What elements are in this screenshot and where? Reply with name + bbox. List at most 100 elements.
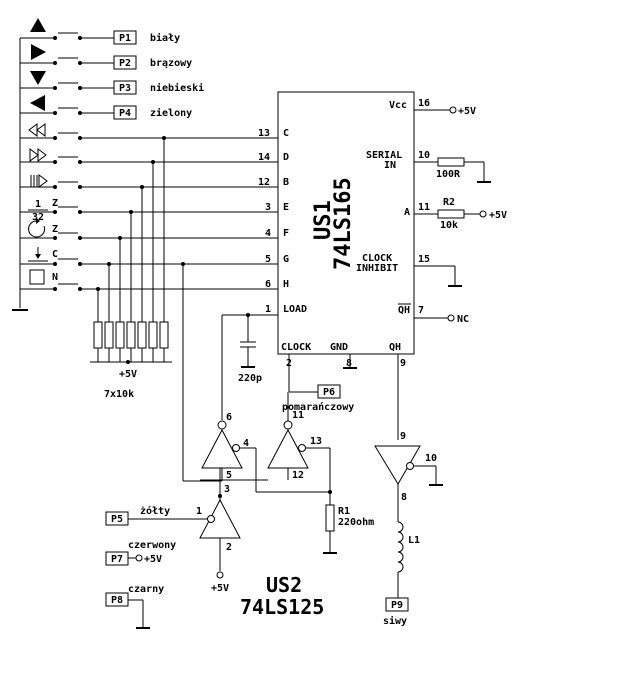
svg-text:INHIBIT: INHIBIT	[356, 263, 398, 274]
svg-text:LOAD: LOAD	[283, 304, 307, 315]
svg-text:+5V: +5V	[489, 210, 507, 221]
svg-text:P9: P9	[391, 600, 403, 611]
rewind-icon	[28, 123, 46, 137]
svg-text:16: 16	[418, 98, 430, 109]
svg-text:3: 3	[224, 484, 230, 495]
us2-gate-2: 11 13 12	[200, 392, 332, 505]
svg-text:R2: R2	[443, 197, 455, 208]
svg-text:1: 1	[196, 506, 202, 517]
svg-text:N: N	[52, 272, 58, 283]
svg-text:9: 9	[400, 431, 406, 442]
svg-text:F: F	[283, 228, 289, 239]
wire-label-p6: pomarańczowy	[282, 401, 354, 413]
svg-text:CLOCK: CLOCK	[281, 342, 311, 353]
svg-text:P6: P6	[323, 387, 335, 398]
svg-text:12: 12	[292, 470, 304, 481]
switch-icons: 1 32	[28, 18, 48, 285]
svg-text:P3: P3	[119, 83, 131, 94]
svg-text:+5V: +5V	[144, 554, 162, 565]
svg-text:P1: P1	[119, 33, 131, 44]
svg-text:E: E	[283, 202, 289, 213]
svg-text:Z: Z	[52, 224, 58, 235]
svg-text:GND: GND	[330, 342, 348, 353]
svg-text:P5: P5	[111, 514, 123, 525]
wire-label-p5: żółty	[140, 505, 170, 517]
svg-text:14: 14	[258, 152, 270, 163]
svg-text:13: 13	[258, 128, 270, 139]
svg-text:P2: P2	[119, 58, 131, 69]
switches-p	[20, 32, 114, 115]
load-capacitor: 220p	[221, 313, 278, 420]
us2-part: 74LS125	[240, 595, 324, 619]
svg-text:P7: P7	[111, 554, 123, 565]
wire-label-p1: biały	[150, 32, 180, 44]
svg-text:Z: Z	[52, 198, 58, 209]
svg-text:15: 15	[418, 254, 430, 265]
resistor-r1: R1 220ohm	[323, 504, 374, 554]
svg-text:8: 8	[346, 358, 352, 369]
wire-label-p9: siwy	[383, 615, 407, 627]
resistor-array: +5V 7x10k	[90, 136, 172, 400]
svg-text:2: 2	[226, 542, 232, 553]
svg-text:B: B	[283, 177, 289, 188]
svg-text:5: 5	[226, 470, 232, 481]
svg-text:QH: QH	[398, 305, 410, 316]
svg-text:7: 7	[418, 305, 424, 316]
svg-text:+5V: +5V	[458, 106, 476, 117]
wire-label-p3: niebieski	[150, 82, 204, 94]
data-switches: Z Z C N	[20, 132, 278, 291]
repeat-icon	[28, 218, 46, 238]
svg-text:6: 6	[265, 279, 271, 290]
switch-p1	[20, 32, 114, 40]
wire-label-p7: czerwony	[128, 540, 176, 551]
us2-name: US2	[266, 573, 302, 597]
wire-label-p2: brązowy	[150, 58, 192, 69]
svg-text:C: C	[52, 249, 58, 260]
fraction-icon: 1 32	[28, 199, 48, 223]
port-p3: P3 niebieski	[113, 80, 204, 95]
wire-label-p4: zielony	[150, 107, 192, 119]
ground-rail	[12, 38, 28, 311]
svg-text:11: 11	[292, 410, 304, 421]
svg-text:G: G	[283, 254, 289, 265]
port-p2: P2 brązowy	[113, 55, 192, 70]
svg-text:11: 11	[418, 202, 430, 213]
svg-text:10: 10	[418, 150, 430, 161]
port-p8: P8 czarny	[105, 584, 164, 629]
us2-gate-4: 9 10 8	[374, 431, 443, 522]
svg-text:10: 10	[425, 453, 437, 464]
us2-gate-1: 6 4 5	[181, 262, 330, 493]
resistor-array-label: 7x10k	[104, 389, 134, 400]
up-arrow-icon	[30, 18, 46, 32]
port-p1: P1 biały	[113, 30, 180, 45]
port-p4: P4 zielony	[113, 105, 192, 120]
svg-text:H: H	[283, 279, 289, 290]
svg-text:4: 4	[265, 228, 271, 239]
svg-text:10k: 10k	[440, 220, 458, 231]
svg-text:QH: QH	[389, 342, 401, 353]
inductor-l1: L1	[397, 521, 420, 598]
left-arrow-icon	[30, 95, 45, 111]
us1-part: 74LS165	[331, 177, 356, 270]
svg-text:4: 4	[243, 438, 249, 449]
svg-text:SERIAL: SERIAL	[366, 150, 402, 161]
svg-text:D: D	[283, 152, 289, 163]
svg-text:9: 9	[400, 358, 406, 369]
svg-text:12: 12	[258, 177, 270, 188]
svg-text:L1: L1	[408, 535, 420, 546]
us1-name: US1	[311, 200, 336, 240]
port-p7: P7 czerwony +5V	[105, 540, 176, 566]
svg-text:8: 8	[401, 492, 407, 503]
svg-text:1: 1	[265, 304, 271, 315]
svg-text:P4: P4	[119, 108, 131, 119]
us2-gate-3: 3 1 2 +5V	[128, 468, 241, 594]
eject-arrow-icon	[28, 247, 48, 262]
down-arrow-icon	[30, 71, 46, 85]
svg-text:A: A	[404, 207, 410, 218]
port-p9: P9 siwy	[383, 597, 409, 627]
svg-text:1: 1	[35, 199, 41, 210]
svg-text:5: 5	[265, 254, 271, 265]
fast-forward-icon	[29, 148, 47, 162]
svg-text:220ohm: 220ohm	[338, 517, 374, 528]
switch-p3	[20, 82, 114, 90]
